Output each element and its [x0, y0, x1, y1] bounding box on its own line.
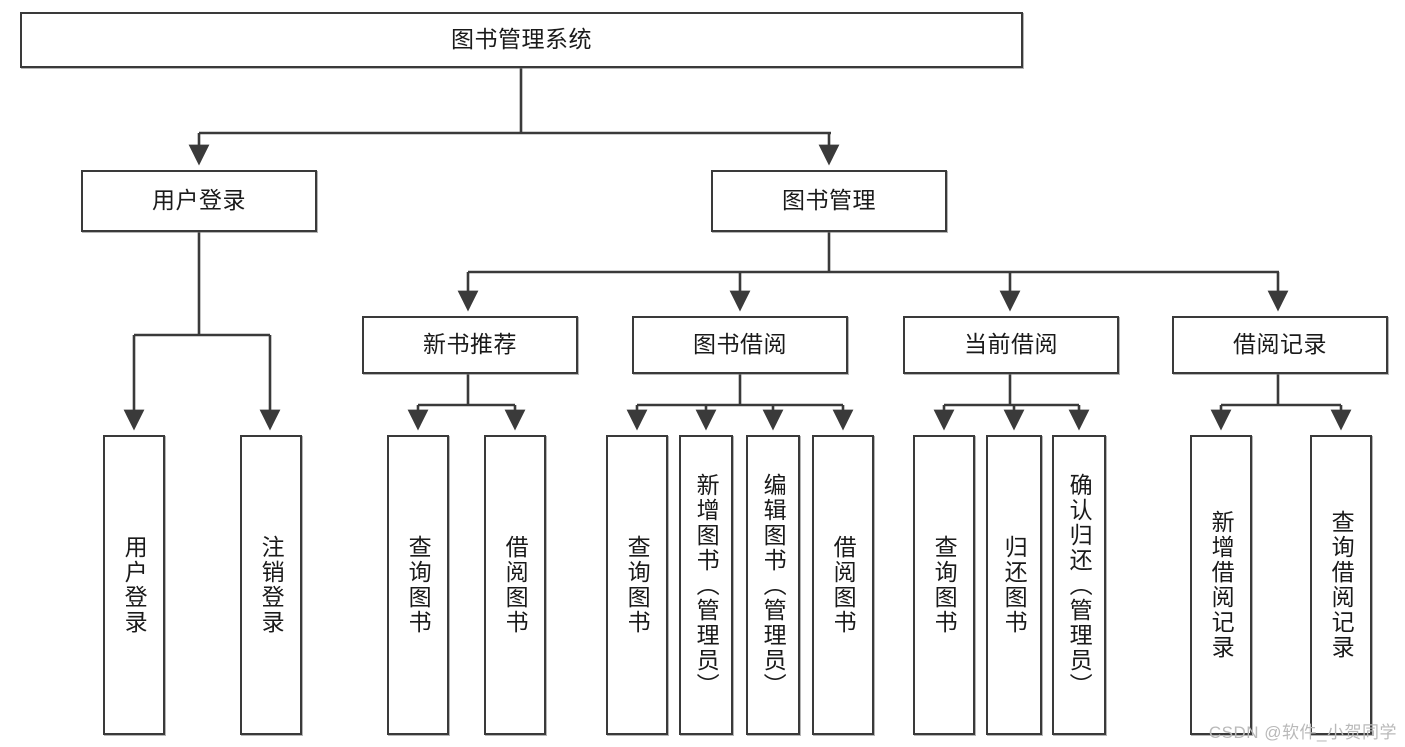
node-leaf-nbr-borrow[interactable]: 借阅图书 [484, 435, 546, 735]
node-root[interactable]: 图书管理系统 [20, 12, 1023, 68]
node-leaf-cb-confirm[interactable]: 确认归还（管理员） [1052, 435, 1106, 735]
node-leaf-cb-confirm-label: 确认归还（管理员） [1066, 472, 1093, 698]
node-leaf-bb-add-label: 新增图书（管理员） [693, 472, 720, 698]
node-root-label: 图书管理系统 [451, 26, 592, 53]
node-leaf-nbr-query[interactable]: 查询图书 [387, 435, 449, 735]
node-new-book-recommend-label: 新书推荐 [423, 331, 517, 358]
node-leaf-br-query[interactable]: 查询借阅记录 [1310, 435, 1372, 735]
node-leaf-bb-query-label: 查询图书 [624, 535, 651, 635]
node-leaf-bb-edit-label: 编辑图书（管理员） [760, 472, 787, 698]
node-borrow-record-label: 借阅记录 [1233, 331, 1327, 358]
node-leaf-br-add-label: 新增借阅记录 [1208, 510, 1235, 660]
watermark: CSDN @软件_小贺同学 [1208, 723, 1397, 742]
node-leaf-user-logout-label: 注销登录 [258, 535, 285, 635]
node-leaf-user-login-label: 用户登录 [121, 535, 148, 635]
node-user-login[interactable]: 用户登录 [81, 170, 317, 232]
node-new-book-recommend[interactable]: 新书推荐 [362, 316, 578, 374]
node-leaf-nbr-borrow-label: 借阅图书 [502, 535, 529, 635]
node-leaf-nbr-query-label: 查询图书 [405, 535, 432, 635]
node-leaf-bb-borrow-label: 借阅图书 [830, 535, 857, 635]
node-leaf-br-add[interactable]: 新增借阅记录 [1190, 435, 1252, 735]
node-book-borrow[interactable]: 图书借阅 [632, 316, 848, 374]
node-book-manage[interactable]: 图书管理 [711, 170, 947, 232]
node-leaf-bb-add[interactable]: 新增图书（管理员） [679, 435, 733, 735]
node-borrow-record[interactable]: 借阅记录 [1172, 316, 1388, 374]
node-leaf-user-login[interactable]: 用户登录 [103, 435, 165, 735]
node-user-login-label: 用户登录 [152, 187, 246, 214]
node-book-manage-label: 图书管理 [782, 187, 876, 214]
node-leaf-user-logout[interactable]: 注销登录 [240, 435, 302, 735]
node-current-borrow-label: 当前借阅 [964, 331, 1058, 358]
node-leaf-bb-edit[interactable]: 编辑图书（管理员） [746, 435, 800, 735]
node-leaf-cb-query[interactable]: 查询图书 [913, 435, 975, 735]
node-leaf-bb-borrow[interactable]: 借阅图书 [812, 435, 874, 735]
node-leaf-cb-return-label: 归还图书 [1001, 535, 1028, 635]
node-current-borrow[interactable]: 当前借阅 [903, 316, 1119, 374]
node-leaf-br-query-label: 查询借阅记录 [1328, 510, 1355, 660]
node-book-borrow-label: 图书借阅 [693, 331, 787, 358]
node-leaf-bb-query[interactable]: 查询图书 [606, 435, 668, 735]
node-leaf-cb-return[interactable]: 归还图书 [986, 435, 1042, 735]
node-leaf-cb-query-label: 查询图书 [931, 535, 958, 635]
